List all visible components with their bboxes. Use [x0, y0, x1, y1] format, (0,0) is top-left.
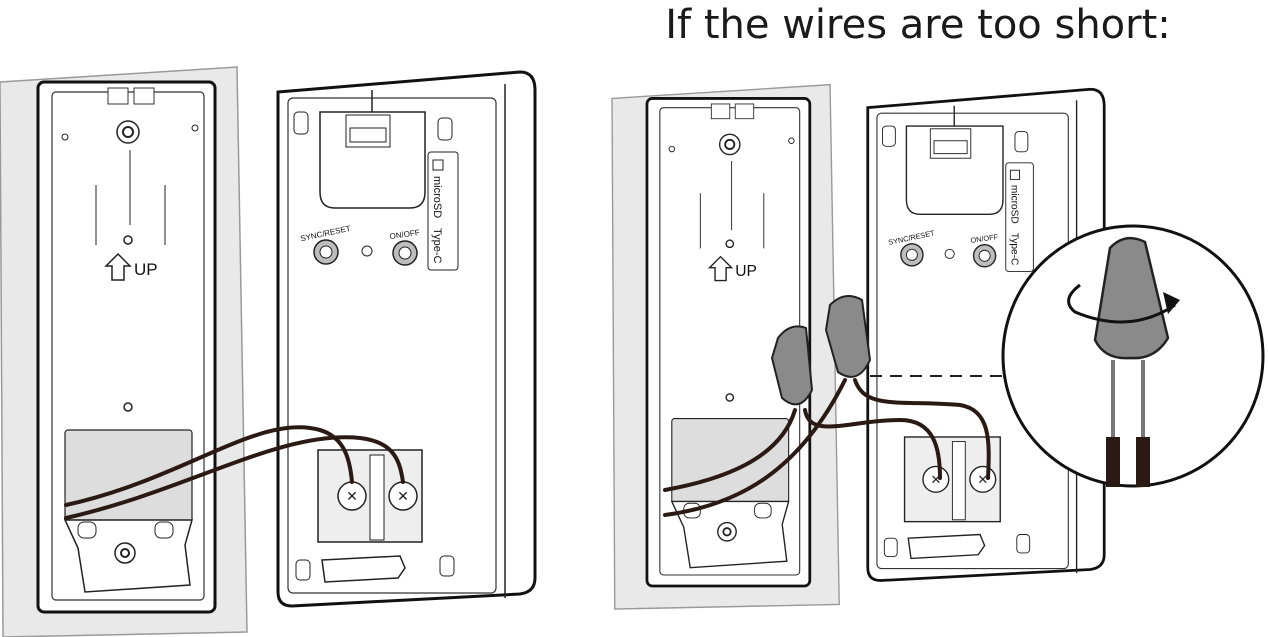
wire [663, 378, 847, 517]
clip [710, 103, 731, 120]
corner-mark [1014, 131, 1029, 153]
wire-insulated [1106, 437, 1120, 487]
terminal-screw [922, 465, 950, 493]
screw-hole-inner [722, 527, 732, 537]
on-off-label: ON/OFF [970, 232, 999, 245]
on-off-button-inner [978, 249, 991, 262]
hole [725, 239, 735, 249]
hole [788, 137, 795, 144]
corner-mark [295, 559, 311, 581]
wall-mount-plate: UP [611, 83, 840, 610]
cover-latch-inner [349, 127, 387, 143]
hole [61, 133, 69, 141]
up-label: UP [134, 260, 158, 279]
doorbell-back: microSD Type-C SYNC/RESET ON/OFF ✕ ✕ [276, 70, 537, 608]
hole [725, 393, 735, 402]
screw-hole-inner [120, 548, 130, 558]
slot [754, 502, 772, 519]
type-c-label: Type-C [431, 228, 443, 264]
wall-mount-plate: UP [0, 66, 248, 637]
bottom-connector [321, 555, 406, 583]
screw-icon: ✕ [930, 472, 941, 487]
rotate-arrow-icon [1067, 283, 1176, 324]
wire [64, 435, 405, 520]
wire-nuts [770, 295, 872, 406]
warning-icon [1009, 169, 1021, 180]
zoom-callout [1001, 224, 1265, 488]
corner-mark [293, 111, 309, 135]
corner-mark [439, 555, 455, 577]
terminal-divider [369, 454, 385, 541]
diagram-title: If the wires are too short: [665, 2, 1171, 48]
doorbell-unit-right: UP microSD Type-C SYNC/RESET ON/ [611, 83, 1106, 610]
slot [77, 521, 97, 539]
doorbell-unit-left: UP microSD Type-C SYNC/RESET [0, 66, 537, 637]
wires-right [663, 378, 991, 517]
wire [663, 408, 797, 492]
screw-icon: ✕ [977, 472, 988, 487]
wire-nut [824, 295, 872, 378]
corner-mark [437, 117, 453, 141]
bottom-connector [907, 533, 986, 560]
clip [107, 87, 129, 105]
screw-icon: ✕ [397, 488, 409, 504]
port-label-box [1005, 162, 1034, 272]
on-off-label: ON/OFF [389, 228, 420, 241]
wire-nut [770, 325, 814, 406]
sync-reset-button-inner [319, 245, 333, 259]
port-label-box [427, 151, 459, 271]
terminal-divider [951, 441, 966, 521]
sync-reset-button-inner [905, 248, 918, 261]
slot [154, 521, 174, 539]
hole [123, 402, 133, 412]
device-face [287, 97, 497, 594]
screw-hole-inner [122, 126, 134, 138]
on-off-button-inner [398, 246, 412, 260]
led-indicator [944, 248, 955, 259]
corner-mark [883, 537, 898, 558]
screw-hole-inner [724, 138, 736, 150]
led-indicator [361, 245, 373, 257]
bracket [671, 418, 790, 504]
wire-insulated [1136, 437, 1150, 487]
wire [64, 425, 354, 507]
hole [191, 124, 199, 132]
bracket [64, 429, 193, 523]
wire-nut-large [1093, 236, 1170, 360]
up-label: UP [735, 263, 757, 280]
corner-mark [882, 125, 896, 147]
wire [803, 408, 942, 480]
corner-mark [1016, 534, 1031, 554]
microsd-label: microSD [1008, 185, 1019, 224]
screw-icon: ✕ [346, 488, 358, 504]
up-arrow-icon [707, 255, 734, 282]
type-c-label: Type-C [1008, 233, 1019, 266]
up-arrow-icon [104, 252, 132, 281]
clip [133, 87, 155, 105]
cover-latch-inner [933, 140, 968, 155]
doorbell-back: microSD Type-C SYNC/RESET ON/OFF ✕ ✕ [866, 87, 1106, 582]
rotate-arrowhead-icon [1163, 292, 1180, 314]
hole [668, 145, 676, 153]
wires-left [64, 425, 405, 520]
warning-icon [432, 159, 444, 171]
wire [853, 378, 991, 480]
microsd-label: microSD [431, 176, 443, 218]
hole [123, 235, 133, 245]
clip [734, 103, 755, 120]
